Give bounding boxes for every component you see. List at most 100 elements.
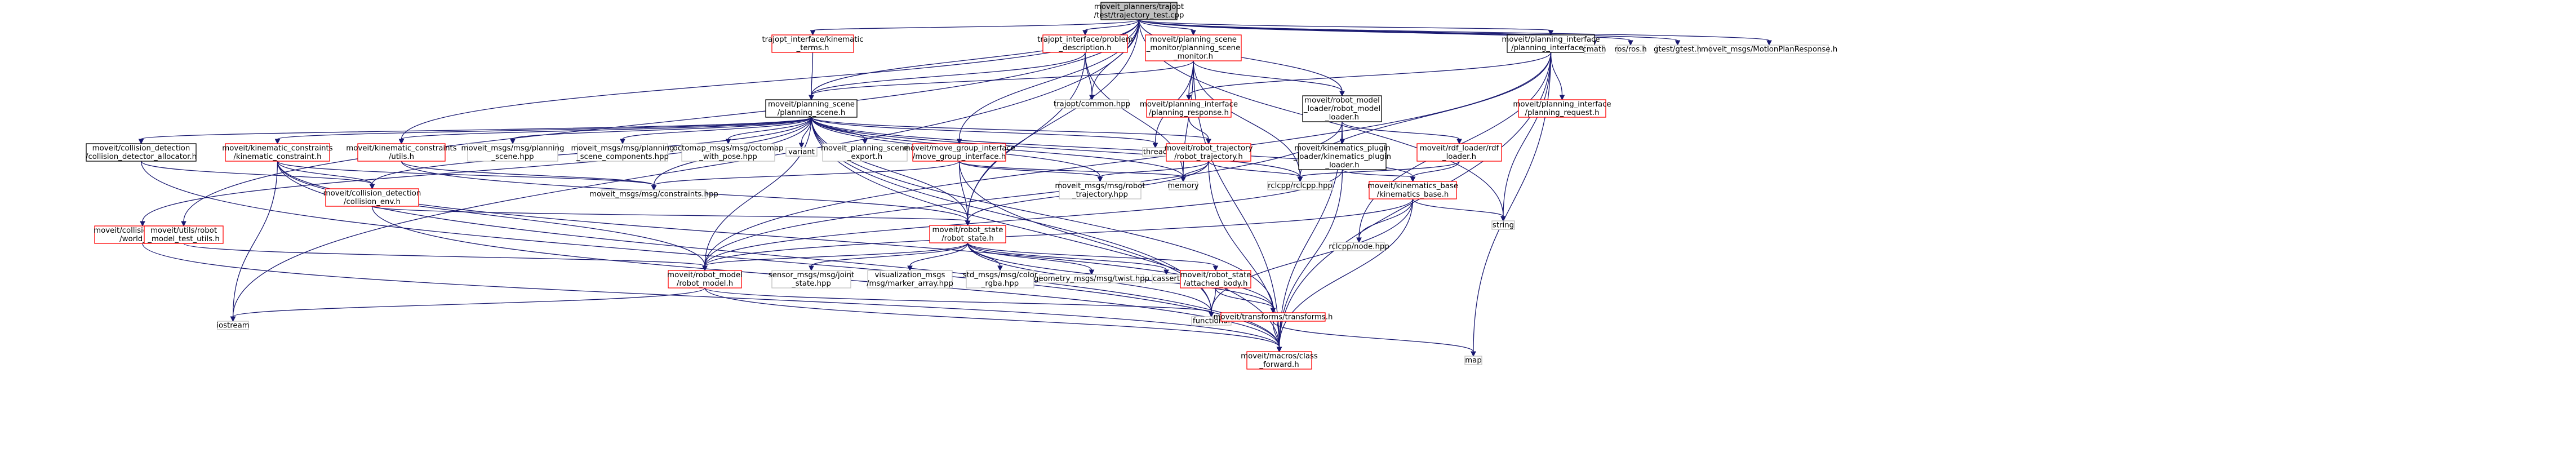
node-label-line: _monitor.h [1173, 52, 1213, 61]
node-label-line: moveit/planning_interface [1502, 36, 1600, 44]
node-rclcpp: rclcpp/rclcpp.hpp [1267, 181, 1333, 190]
node-label-line: cmath [1582, 46, 1606, 54]
edge-prob_desc-to-ps [809, 52, 1086, 101]
edge-kb-to-rclcpp_node [1356, 198, 1414, 243]
node-root[interactable]: moveit_planners/trajopt/test/trajectory_… [1094, 2, 1184, 20]
node-rmtu[interactable]: moveit/utils/robot_model_test_utils.h [144, 225, 224, 244]
edge-rm-to-functional [704, 287, 1214, 318]
edge-rs-to-vis_msg [907, 242, 969, 272]
node-box [1220, 312, 1326, 322]
node-label-line: _scene_components.hpp [576, 153, 669, 161]
node-ab[interactable]: moveit/robot_state/attached_body.h [1180, 270, 1251, 289]
node-gtest: gtest/gtest.h [1654, 45, 1702, 54]
edge-rs-to-js_msg [809, 242, 969, 272]
edge-root-to-prob_desc [1082, 19, 1140, 36]
node-label-line: /kinematic_constraint.h [233, 153, 321, 161]
node-box [822, 143, 908, 162]
edge-ab-to-transforms [1215, 287, 1276, 314]
node-label-line: variant [788, 148, 815, 157]
node-label-line: moveit/kinematic_constraints [346, 144, 456, 153]
node-box [1369, 181, 1457, 199]
node-label-line: _with_pose.hpp [699, 153, 757, 161]
node-label-line: _loader/robot_model [1303, 105, 1380, 113]
node-box [1333, 242, 1385, 251]
edge-rs-to-twist_msg [967, 242, 1095, 276]
node-cd-alloc[interactable]: moveit/collision_detection/collision_det… [86, 143, 197, 162]
node-label-line: moveit/kinematics_base [1367, 182, 1458, 190]
node-label-line: memory [1167, 182, 1199, 190]
node-box [467, 143, 558, 162]
node-ps[interactable]: moveit/planning_scene/planning_scene.h [765, 99, 858, 118]
node-label-line: moveit/kinematic_constraints [222, 144, 332, 153]
node-label-line: moveit_planning_scene [821, 144, 909, 153]
node-box [1464, 356, 1482, 365]
node-label-line: trajopt/common.hpp [1054, 100, 1130, 109]
node-label-line: /test/trajectory_test.cpp [1094, 11, 1184, 20]
node-box [217, 321, 249, 330]
node-rs[interactable]: moveit/robot_state/robot_state.h [929, 225, 1006, 243]
node-label-line: moveit/robot_model [1304, 96, 1380, 105]
node-label-line: /collision_env.h [344, 198, 401, 206]
node-label-line: /robot_state.h [941, 234, 994, 243]
node-kc-utils[interactable]: moveit/kinematic_constraints/utils.h [346, 143, 457, 162]
node-box [771, 270, 851, 289]
node-label-line: moveit/planning_interface [1140, 100, 1238, 109]
node-rt[interactable]: moveit/robot_trajectory/robot_trajectory… [1165, 143, 1253, 162]
node-pi[interactable]: moveit/planning_interface/planning_inter… [1502, 34, 1600, 53]
edge-psm-to-rml [1193, 60, 1345, 97]
node-label-line: _model_test_utils.h [147, 235, 220, 243]
edge-kb-to-macros [1276, 198, 1414, 353]
node-label-line: /robot_trajectory.h [1174, 153, 1243, 161]
node-label-line: trajopt_interface/problem [1037, 36, 1133, 44]
node-label-line: moveit_planners/trajopt [1094, 3, 1184, 11]
nodes-layer: moveit_planners/trajopt/test/trajectory_… [86, 2, 1837, 370]
node-ki-terms[interactable]: trajopt_interface/kinematic_terms.h [762, 34, 864, 53]
node-ce[interactable]: moveit/collision_detection/collision_env… [323, 188, 421, 207]
node-box [1146, 99, 1232, 118]
node-pi-resp[interactable]: moveit/planning_interface/planning_respo… [1140, 99, 1238, 118]
node-js-msg: sensor_msgs/msg/joint_state.hpp [769, 270, 854, 289]
node-label-line: moveit/kinematics_plugin [1294, 144, 1391, 153]
node-label-line: moveit/macros/class [1241, 352, 1318, 361]
edge-rdf-to-rclcpp [1297, 161, 1460, 183]
node-box [765, 99, 858, 118]
node-label-line: moveit_msgs/msg/constraints.hpp [589, 190, 718, 199]
node-label-line: _terms.h [796, 44, 829, 52]
node-kb[interactable]: moveit/kinematics_base/kinematics_base.h [1367, 181, 1458, 199]
edge-rm-to-iostream [230, 287, 705, 322]
node-label-line: moveit/robot_trajectory [1165, 144, 1253, 153]
node-label-line: /move_group_interface.h [913, 153, 1006, 161]
node-rm[interactable]: moveit/robot_model/robot_model.h [667, 270, 743, 289]
node-cmath: cmath [1582, 45, 1606, 54]
node-box [1616, 45, 1645, 54]
node-rdf[interactable]: moveit/rdf_loader/rdf_loader.h [1416, 143, 1502, 162]
node-label-line: trajopt_interface/kinematic [762, 36, 863, 44]
node-box [357, 143, 446, 162]
node-iostream: iostream [216, 321, 250, 330]
edge-ce-to-rs [371, 206, 971, 227]
node-pi-req[interactable]: moveit/planning_interface/planning_reque… [1513, 99, 1611, 118]
edge-root-to-ps [809, 19, 1140, 101]
edge-rs-to-rm [702, 242, 969, 272]
node-box [1100, 2, 1178, 20]
node-mgi[interactable]: moveit/move_group_interface/move_group_i… [903, 143, 1015, 162]
edge-root-to-mpr [1138, 19, 1772, 46]
node-macros[interactable]: moveit/macros/class_forward.h [1241, 351, 1318, 370]
node-prob-desc[interactable]: trajopt_interface/problem_description.h [1037, 34, 1133, 53]
node-box [771, 34, 854, 53]
node-transforms[interactable]: moveit/transforms/transforms.h [1214, 312, 1333, 322]
node-box [1246, 351, 1312, 370]
node-constraints-msg: moveit_msgs/msg/constraints.hpp [589, 189, 718, 199]
node-psm[interactable]: moveit/planning_scene_monitor/planning_s… [1145, 34, 1242, 61]
node-kc[interactable]: moveit/kinematic_constraints/kinematic_c… [222, 143, 333, 162]
node-box [966, 270, 1034, 289]
edge-rdf-to-kb [1410, 161, 1460, 183]
node-box [1416, 143, 1502, 162]
node-box [601, 189, 707, 199]
edge-pi-to-pi_req [1550, 52, 1565, 101]
node-kpl[interactable]: moveit/kinematics_plugin_loader/kinemati… [1293, 143, 1391, 170]
node-box [577, 143, 668, 162]
node-box [1491, 220, 1515, 230]
edge-root-to-psm [1138, 19, 1196, 36]
node-rml[interactable]: moveit/robot_model_loader/robot_model_lo… [1302, 95, 1382, 122]
